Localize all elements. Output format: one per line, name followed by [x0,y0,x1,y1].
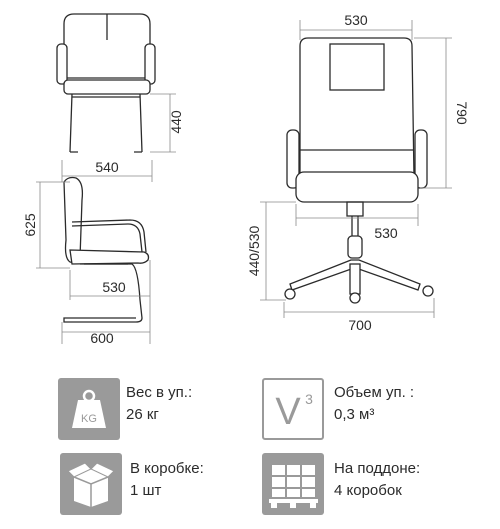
volume-label: Объем уп. : [334,384,415,401]
weight-spec: Вес в уп.: 26 кг [126,382,192,426]
side-view-chair [63,176,150,323]
weight-icon-text: KG [81,413,97,425]
large-height-label: 790 [454,101,470,125]
front-dimension-lines [61,93,176,182]
weight-label: Вес в уп.: [126,384,193,401]
volume-spec: Объем уп. : 0,3 м³ [334,382,414,426]
side-depth-label: 600 [90,330,114,346]
pallet-icon [262,453,324,515]
volume-icon: V 3 [262,378,324,440]
pallet-label: На поддоне: [334,460,421,477]
weight-value: 26 кг [126,406,159,423]
volume-icon-letter: V [275,391,301,433]
box-spec: В коробке: 1 шт [130,458,204,502]
box-value: 1 шт [130,482,162,499]
large-seat-width-label: 530 [374,225,398,241]
volume-icon-exponent: 3 [305,391,313,407]
large-base-label: 700 [348,317,372,333]
large-seat-height-label: 440/530 [246,225,262,276]
pallet-spec: На поддоне: 4 коробок [334,458,420,502]
large-dimension-lines [260,20,452,318]
side-height-label: 625 [22,213,38,237]
box-icon [60,453,122,515]
large-front-view-chair [284,37,434,304]
front-width-label: 540 [95,159,119,175]
volume-value: 0,3 м³ [334,406,375,423]
large-width-label: 530 [344,12,368,28]
weight-icon: KG [58,378,120,440]
side-seat-depth-label: 530 [102,279,126,295]
front-view-chair [56,13,156,153]
front-seat-height-label: 440 [168,110,184,134]
chair-dimension-drawing: 440 540 625 530 600 [22,12,470,346]
side-dimension-lines [36,181,151,344]
pallet-value: 4 коробок [334,482,402,499]
box-label: В коробке: [130,460,204,477]
